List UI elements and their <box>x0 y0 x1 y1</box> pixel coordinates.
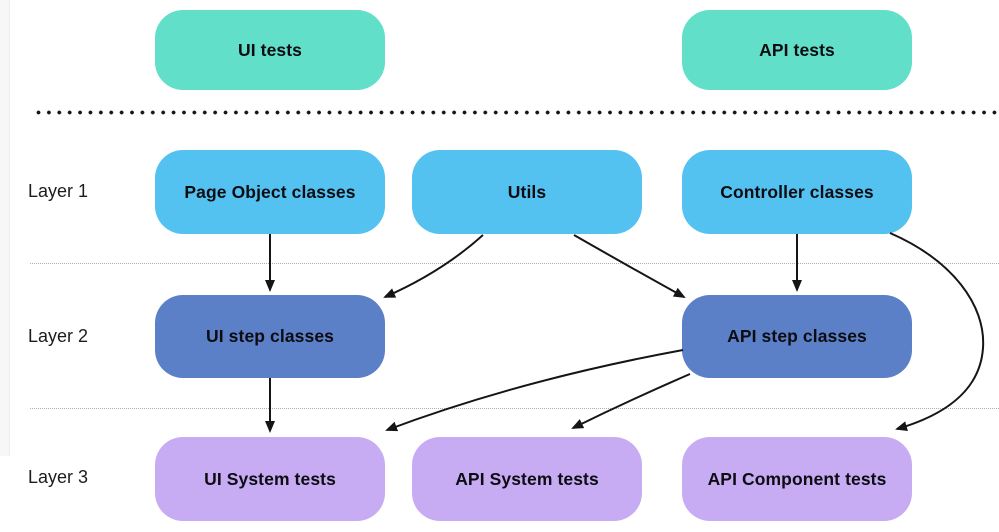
arrow-utils-to-api-step-classes <box>573 234 686 298</box>
node-api-system-tests: API System tests <box>412 437 642 521</box>
node-ui-tests: UI tests <box>155 10 385 90</box>
layer1-layer2-divider <box>30 263 999 264</box>
layer2-layer3-divider <box>30 408 999 409</box>
node-utils: Utils <box>412 150 642 234</box>
node-controller-classes-label: Controller classes <box>720 181 874 202</box>
node-ui-system-tests-label: UI System tests <box>204 468 336 489</box>
node-ui-tests-label: UI tests <box>237 39 302 60</box>
arrow-utils-to-ui-step-classes <box>383 234 484 298</box>
arrow-api-step-classes-to-ui-system-tests <box>385 349 684 432</box>
node-api-component-tests-label: API Component tests <box>707 468 887 489</box>
arrow-api-step-classes-to-api-system-tests <box>571 373 691 429</box>
node-api-step-classes-label: API step classes <box>727 326 867 346</box>
node-controller-classes: Controller classes <box>682 150 912 234</box>
layer-2-label: Layer 2 <box>28 326 89 346</box>
node-api-step-classes: API step classes <box>682 295 912 378</box>
node-api-component-tests: API Component tests <box>682 437 912 521</box>
node-page-object-classes-label: Page Object classes <box>184 181 356 202</box>
node-ui-step-classes-label: UI step classes <box>206 326 334 346</box>
node-api-tests-label: API tests <box>759 39 835 60</box>
layer-3-label: Layer 3 <box>28 467 89 487</box>
node-utils-label: Utils <box>507 181 547 202</box>
node-page-object-classes: Page Object classes <box>155 150 385 234</box>
page-left-edge <box>0 0 10 456</box>
layer-1-label: Layer 1 <box>28 181 89 201</box>
node-api-tests: API tests <box>682 10 912 90</box>
tests-boundary-divider <box>36 110 999 116</box>
node-ui-system-tests: UI System tests <box>155 437 385 521</box>
node-ui-step-classes: UI step classes <box>155 295 385 378</box>
node-api-system-tests-label: API System tests <box>455 468 599 489</box>
